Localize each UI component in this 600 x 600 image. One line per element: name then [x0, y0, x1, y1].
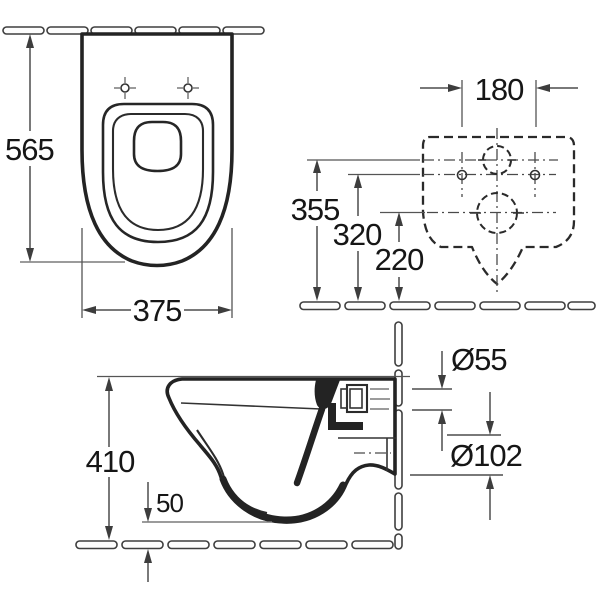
- dim-inlet-height-355: 355: [291, 159, 420, 301]
- dim-bolt-height-320: 320: [333, 173, 420, 301]
- flush-channel: [314, 380, 340, 410]
- dim-bolt-spacing-180: 180: [420, 72, 578, 127]
- mounting-hole-mark-left: [114, 77, 136, 99]
- rear-body-dashed-outline: [421, 135, 576, 286]
- inlet-socket: [340, 383, 390, 414]
- side-body-outline: [165, 377, 397, 524]
- dim-410-label: 410: [86, 444, 135, 479]
- dim-355-label: 355: [291, 192, 340, 227]
- dim-height-410: 410: [86, 377, 136, 540]
- dim-width-375-label: 375: [133, 293, 182, 328]
- dim-clearance-50: 50: [142, 482, 272, 582]
- top-view: 565 375: [2, 26, 265, 328]
- dim-50-label: 50: [156, 488, 183, 518]
- dim-180-label: 180: [475, 72, 524, 107]
- dim-d55-label: Ø55: [451, 342, 507, 377]
- rear-view: 180 355 320 220: [291, 72, 596, 311]
- dim-outlet-diameter-102: Ø102: [410, 392, 523, 520]
- dim-inlet-diameter-55: Ø55: [412, 342, 508, 451]
- side-view: Ø55 Ø102 410 50: [75, 321, 523, 582]
- bowl-back-wall: [293, 405, 326, 487]
- seat-outline: [101, 102, 215, 244]
- seat-inner-outline: [111, 112, 205, 232]
- mounting-hole-mark-right: [177, 77, 199, 99]
- floor-hatch-rear: [299, 301, 596, 311]
- dim-d102-label: Ø102: [450, 438, 522, 473]
- inlet-elbow: [328, 403, 363, 430]
- dim-depth-565-label: 565: [5, 132, 54, 167]
- dim-220-label: 220: [375, 242, 424, 277]
- dim-width-375: 375: [81, 228, 233, 328]
- bolt-hole-left: [456, 169, 468, 181]
- floor-hatch-side: [75, 540, 394, 550]
- bowl-opening-outline: [132, 120, 183, 173]
- dim-outlet-height-220: 220: [375, 211, 425, 301]
- dim-320-label: 320: [333, 217, 382, 252]
- rim-inner-line: [180, 402, 322, 410]
- dim-depth-565: 565: [5, 34, 125, 263]
- bowl-bottom-shell: [219, 475, 347, 524]
- bolt-hole-right: [529, 169, 541, 181]
- inlet-pipe-hatch: [370, 388, 390, 410]
